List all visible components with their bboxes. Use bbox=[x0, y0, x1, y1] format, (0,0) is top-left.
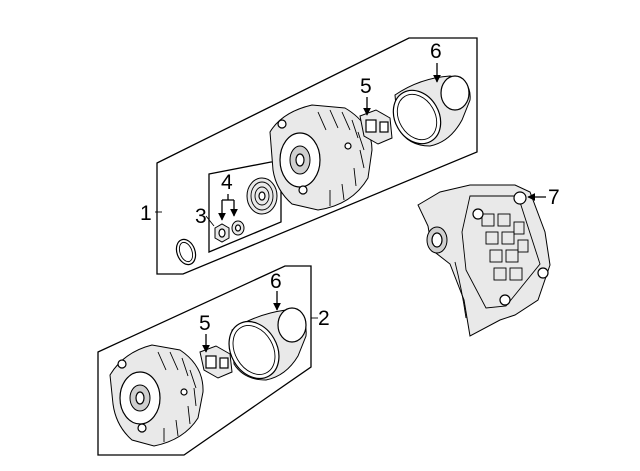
lower-assembly-box bbox=[97, 265, 312, 456]
callout-4-label: 4 bbox=[221, 171, 233, 194]
upper-alternator bbox=[269, 104, 373, 211]
callout-1: 1 bbox=[140, 202, 162, 225]
callout-4: 4 bbox=[218, 171, 238, 221]
pulley bbox=[246, 177, 278, 215]
upper-regulator: 5 bbox=[359, 75, 393, 145]
callout-3-label: 3 bbox=[195, 205, 207, 228]
callout-2: 2 bbox=[311, 307, 330, 330]
callout-1-label: 1 bbox=[140, 202, 152, 225]
nut bbox=[214, 220, 245, 243]
callout-3: 3 bbox=[195, 205, 215, 228]
callout-2-label: 2 bbox=[318, 307, 330, 330]
clamp-ring bbox=[175, 238, 197, 266]
lower-rear-cover: 6 bbox=[228, 270, 307, 381]
upper-assembly-box bbox=[156, 37, 478, 275]
upper-rear-cover: 6 bbox=[392, 40, 471, 147]
callout-5-top-label: 5 bbox=[360, 75, 372, 98]
callout-6-bottom-label: 6 bbox=[270, 270, 282, 293]
lower-regulator: 5 bbox=[199, 312, 233, 379]
callout-5-bottom-label: 5 bbox=[199, 312, 211, 335]
lower-alternator bbox=[109, 344, 204, 447]
mounting-bracket bbox=[417, 184, 551, 337]
callout-7-label: 7 bbox=[548, 186, 560, 209]
callout-6-top-label: 6 bbox=[430, 40, 442, 63]
callout-7: 7 bbox=[527, 186, 560, 209]
